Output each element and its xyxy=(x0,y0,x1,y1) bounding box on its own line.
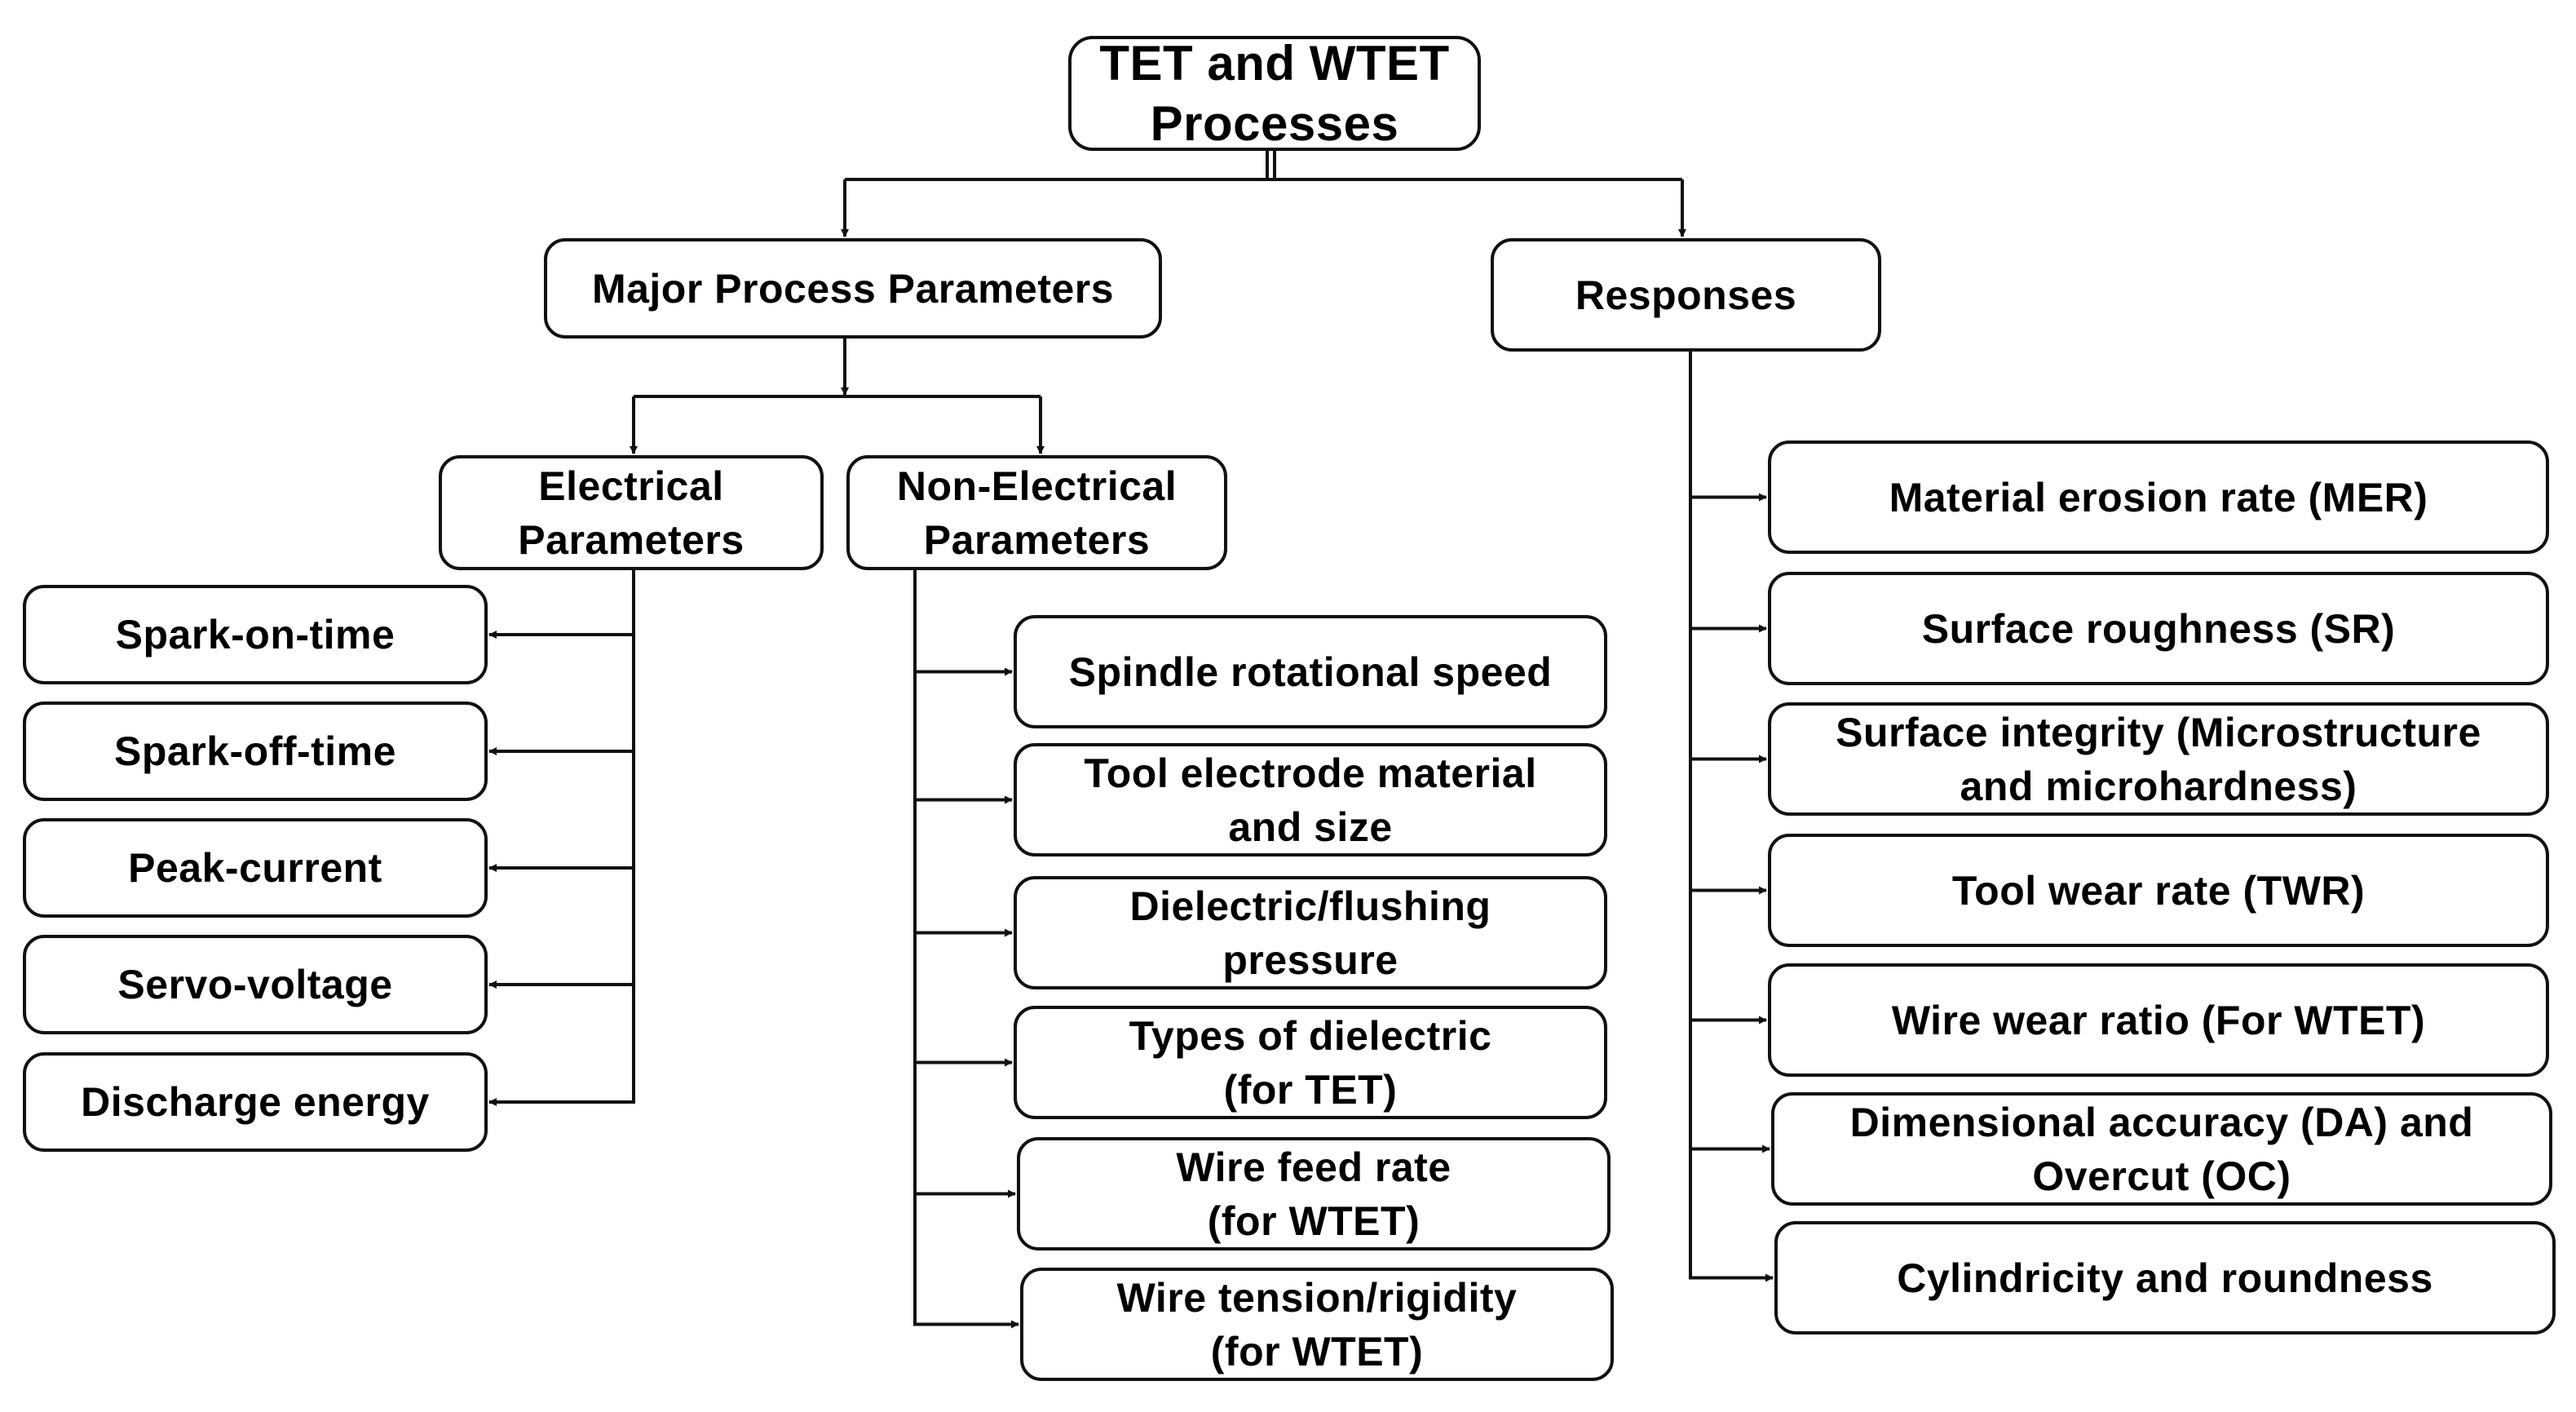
non-electrical-item-label-line: Wire tension/rigidity xyxy=(1116,1274,1518,1321)
non-electrical-item-node: Wire tension/rigidity (for WTET) xyxy=(1020,1268,1614,1381)
electrical-item-node: Discharge energy xyxy=(23,1052,488,1152)
responses-item-label-line: Overcut (OC) xyxy=(2032,1153,2291,1199)
responses-item-label-line: and microhardness) xyxy=(1960,763,2357,809)
non-electrical-item-label-line: (for WTET) xyxy=(1210,1328,1424,1374)
non-electrical-item-label-line: pressure xyxy=(1222,936,1398,983)
electrical-item-label-line: Spark-on-time xyxy=(115,612,395,657)
root-label-line-1: TET and WTET xyxy=(1099,35,1450,91)
non-electrical-item-node: Spindle rotational speed xyxy=(1014,615,1607,728)
non-electrical-item-label-line: Wire feed rate xyxy=(1176,1144,1451,1190)
electrical-label-line-1: Electrical xyxy=(538,463,724,509)
non-electrical-item-label-line: and size xyxy=(1228,803,1393,850)
responses-item-label-line: Cylindricity and roundness xyxy=(1897,1255,2433,1301)
non-electrical-label-line-2: Parameters xyxy=(923,516,1151,563)
responses-item-node: Surface roughness (SR) xyxy=(1768,572,2549,685)
responses-item-node: Material erosion rate (MER) xyxy=(1768,440,2549,554)
non-electrical-label-line-1: Non-Electrical xyxy=(896,463,1178,509)
responses-item-node: Cylindricity and roundness xyxy=(1774,1221,2556,1335)
responses-item-node: Surface integrity (Microstructure and mic… xyxy=(1768,702,2549,816)
non-electrical-item-label-line: Spindle rotational speed xyxy=(1068,648,1553,695)
non-electrical-item-node: Tool electrode material and size xyxy=(1014,743,1607,856)
non-electrical-item-label-line: Types of dielectric xyxy=(1129,1012,1492,1059)
responses-item-label-line: Wire wear ratio (For WTET) xyxy=(1891,997,2426,1043)
responses-item-node: Tool wear rate (TWR) xyxy=(1768,834,2549,947)
non-electrical-item-label-line: (for WTET) xyxy=(1207,1197,1421,1244)
non-electrical-item-node: Wire feed rate (for WTET) xyxy=(1017,1137,1611,1250)
non-electrical-item-node: Dielectric/flushing pressure xyxy=(1014,876,1607,989)
electrical-item-node: Spark-on-time xyxy=(23,585,488,684)
responses-node: Responses xyxy=(1491,238,1881,352)
responses-item-label-line: Material erosion rate (MER) xyxy=(1889,474,2428,520)
electrical-item-label-line: Peak-current xyxy=(128,845,382,891)
major-process-parameters-node: Major Process Parameters xyxy=(544,238,1162,339)
electrical-item-node: Peak-current xyxy=(23,818,488,918)
electrical-item-label-line: Spark-off-time xyxy=(114,728,396,774)
electrical-item-node: Spark-off-time xyxy=(23,702,488,801)
electrical-label-line-2: Parameters xyxy=(518,516,745,563)
non-electrical-item-label-line: Dielectric/flushing xyxy=(1129,883,1491,929)
electrical-item-label-line: Discharge energy xyxy=(81,1079,430,1125)
root-label-line-2: Processes xyxy=(1150,95,1399,151)
responses-item-node: Wire wear ratio (For WTET) xyxy=(1768,963,2549,1077)
responses-item-label-line: Tool wear rate (TWR) xyxy=(1951,867,2366,914)
responses-item-label-line: Surface roughness (SR) xyxy=(1921,605,2396,652)
non-electrical-item-node: Types of dielectric (for TET) xyxy=(1014,1006,1607,1119)
non-electrical-item-label-line: (for TET) xyxy=(1223,1066,1398,1113)
electrical-item-node: Servo-voltage xyxy=(23,935,488,1034)
responses-item-label-line: Dimensional accuracy (DA) and xyxy=(1849,1099,2474,1145)
electrical-item-label-line: Servo-voltage xyxy=(117,962,393,1007)
responses-label: Responses xyxy=(1575,272,1797,318)
responses-item-label-line: Surface integrity (Microstructure xyxy=(1836,709,2481,755)
non-electrical-item-label-line: Tool electrode material xyxy=(1084,750,1537,796)
major-label: Major Process Parameters xyxy=(591,265,1115,312)
